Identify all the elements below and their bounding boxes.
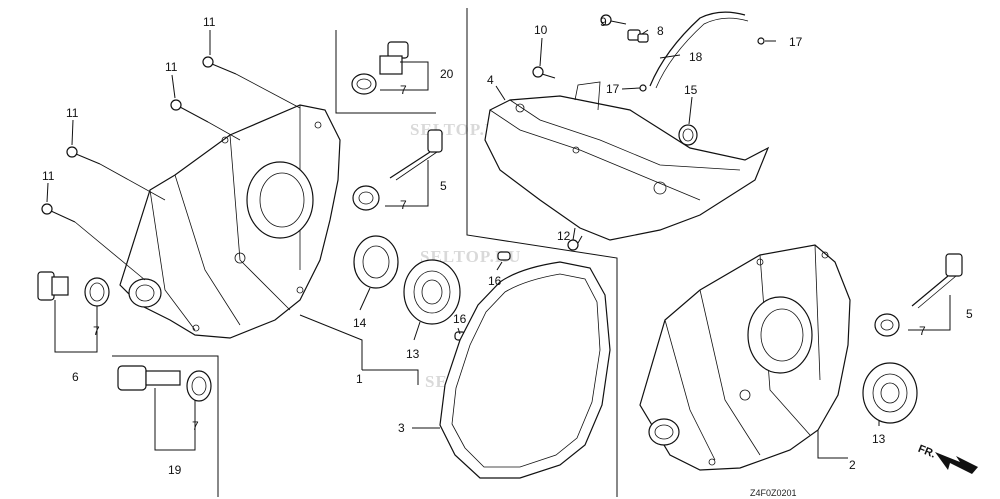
leader-14 xyxy=(359,287,371,311)
leader-1 xyxy=(299,314,363,370)
callout-11: 11 xyxy=(165,60,178,74)
leader-17 xyxy=(621,87,641,90)
callout-19: 19 xyxy=(168,463,182,477)
oil-seal-14 xyxy=(353,235,399,289)
leader-15 xyxy=(688,96,693,125)
callout-3: 3 xyxy=(398,421,405,435)
bolt-12 xyxy=(567,227,579,251)
callout-10: 10 xyxy=(534,23,548,37)
callout-14: 14 xyxy=(353,316,367,330)
front-label: FR. xyxy=(916,443,937,461)
bearing-13-right xyxy=(862,362,918,424)
oil-filler-cap-20 xyxy=(351,41,409,95)
bracket-6 xyxy=(54,300,98,353)
callout-7: 7 xyxy=(93,324,100,338)
callout-5: 5 xyxy=(966,307,973,321)
callout-4: 4 xyxy=(487,73,494,87)
inset-box-19 xyxy=(112,355,219,497)
bolt-11-second xyxy=(170,99,241,141)
callout-16: 16 xyxy=(453,312,467,326)
bolt-11-third xyxy=(66,146,166,201)
oil-gauge-5-left xyxy=(352,129,443,211)
bearing-13 xyxy=(403,259,461,325)
leader-11 xyxy=(171,74,176,99)
callout-12: 12 xyxy=(557,229,571,243)
callout-15: 15 xyxy=(684,83,698,97)
fuel-tank-4 xyxy=(484,81,770,241)
bracket-5-right xyxy=(908,295,951,331)
leader-11 xyxy=(71,119,74,146)
fuel-cock-8 xyxy=(627,29,649,43)
leader-4 xyxy=(495,85,506,101)
fuel-hose-18 xyxy=(649,11,746,87)
front-direction-arrow: FR. xyxy=(916,443,978,474)
washer-15 xyxy=(678,124,698,146)
bolt-10 xyxy=(532,66,556,79)
callout-6: 6 xyxy=(72,370,79,384)
bracket-20 xyxy=(380,61,429,91)
bracket-5-left xyxy=(385,160,429,207)
leader-13 xyxy=(413,321,421,341)
callout-17: 17 xyxy=(606,82,620,96)
callout-7: 7 xyxy=(919,324,926,338)
callout-7: 7 xyxy=(400,198,407,212)
bolt-11-top xyxy=(202,56,301,109)
dowel-pin-16 xyxy=(497,251,511,261)
callout-8: 8 xyxy=(657,24,664,38)
leader-16 xyxy=(457,327,461,335)
leader-12 xyxy=(577,235,583,244)
screw-9 xyxy=(600,14,627,26)
leader-10 xyxy=(539,37,543,67)
callout-13: 13 xyxy=(872,432,886,446)
callout-9: 9 xyxy=(600,15,607,29)
gasket-3 xyxy=(439,261,611,479)
callout-18: 18 xyxy=(689,50,703,64)
inset-box-20 xyxy=(335,30,436,114)
oil-gauge-5-right xyxy=(874,253,963,337)
clip-17 xyxy=(639,84,647,92)
dipstick-19 xyxy=(117,365,212,402)
leader-16 xyxy=(496,261,503,271)
bracket-19 xyxy=(154,388,196,451)
drawing-code: Z4F0Z0201 xyxy=(750,488,797,498)
assembly-divider xyxy=(466,8,618,497)
callout-1: 1 xyxy=(356,372,363,386)
leader-11 xyxy=(46,182,49,203)
leader-1 xyxy=(362,369,419,385)
callout-13: 13 xyxy=(406,347,420,361)
callout-7: 7 xyxy=(192,419,199,433)
callout-16: 16 xyxy=(488,274,502,288)
leader-2 xyxy=(817,430,848,459)
callout-2: 2 xyxy=(849,458,856,472)
leader-18 xyxy=(659,54,681,59)
callout-11: 11 xyxy=(42,169,55,183)
callout-17: 17 xyxy=(789,35,803,49)
crankcase-cover-right xyxy=(639,244,851,471)
clip-17 xyxy=(757,37,765,45)
watermark: SELTOP.RU xyxy=(420,247,521,266)
callout-7: 7 xyxy=(400,83,407,97)
callout-5: 5 xyxy=(440,179,447,193)
leader-8 xyxy=(641,29,649,35)
callout-11: 11 xyxy=(203,15,216,29)
callout-20: 20 xyxy=(440,67,454,81)
drain-plug-6 xyxy=(37,271,110,307)
callout-11: 11 xyxy=(66,106,79,120)
crankcase-cover-left xyxy=(119,104,341,339)
bolt-11-fourth xyxy=(41,203,146,281)
